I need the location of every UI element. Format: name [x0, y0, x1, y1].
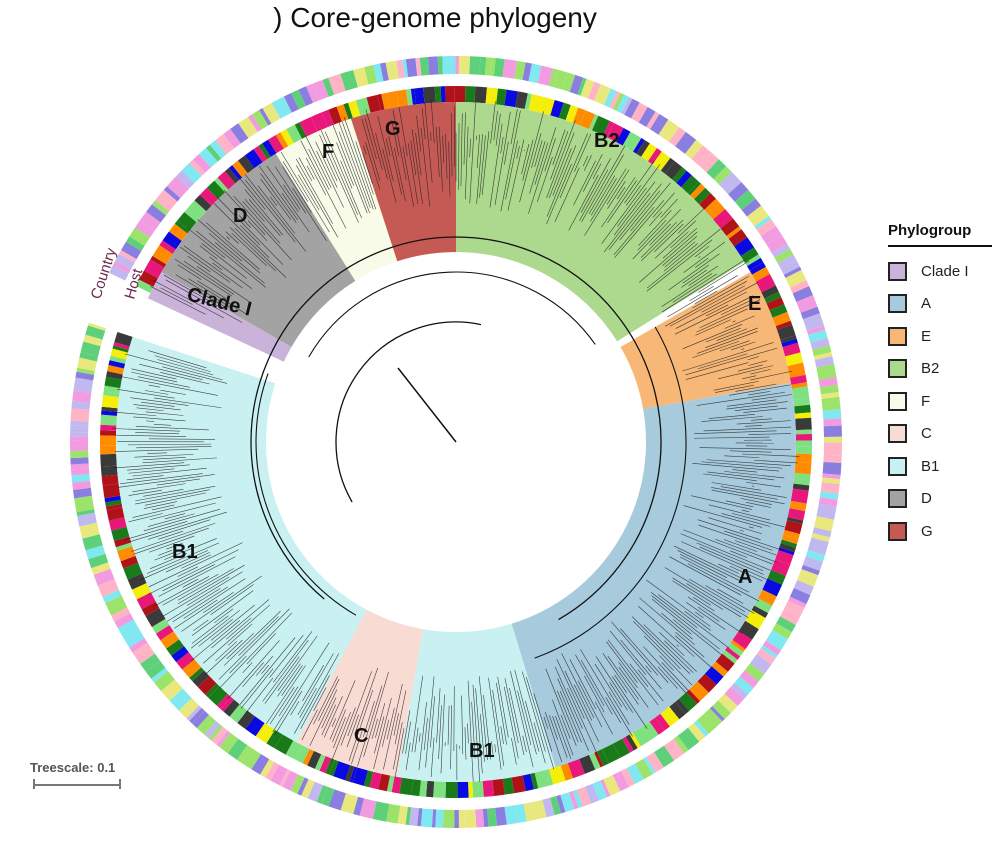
legend-item: G [888, 515, 992, 548]
treescale-label: Treescale: 0.1 [30, 760, 116, 775]
legend-swatch [888, 391, 907, 411]
legend-swatch [888, 326, 907, 346]
legend-label: A [921, 295, 932, 313]
clade-sector-d [161, 153, 356, 347]
legend-item: E [888, 320, 992, 353]
clade-label-g: G [385, 118, 401, 140]
clade-label-e: E [748, 293, 761, 315]
clade-label-f: F [322, 141, 334, 163]
clade-label-b2: B2 [594, 130, 620, 152]
clade-sector-g [350, 102, 456, 262]
clade-sector-b2 [456, 102, 745, 342]
legend-item: C [888, 418, 992, 451]
clade-sector-clade-i [147, 272, 292, 362]
clade-sector-e [620, 272, 791, 410]
legend-label: F [921, 392, 931, 410]
clade-sector-f [275, 118, 398, 281]
clade-label-d: D [233, 205, 247, 227]
legend-label: E [921, 327, 932, 345]
legend-title: Phylogroup [888, 222, 992, 247]
clade-label-b1-lower: B1 [469, 740, 495, 762]
treescale: Treescale: 0.1 [30, 760, 121, 789]
clade-sector-a [511, 382, 797, 768]
legend-label: B1 [921, 457, 940, 475]
clade-label-c: C [354, 725, 368, 747]
legend-swatch [888, 456, 907, 476]
legend-item: D [888, 483, 992, 516]
clade-sector-c [296, 609, 424, 777]
legend-item: F [888, 385, 992, 418]
tree-branches [112, 99, 800, 783]
legend-item: B2 [888, 353, 992, 386]
clade-sector-b1-main [116, 336, 367, 743]
legend-swatch [888, 489, 907, 509]
legend-item: Clade I [888, 255, 992, 288]
legend-item: B1 [888, 450, 992, 483]
clade-label-a: A [738, 566, 752, 588]
legend-label: G [921, 522, 933, 540]
legend-label: C [921, 425, 932, 443]
legend-swatch [888, 261, 907, 281]
legend-swatch [888, 424, 907, 444]
legend-label: B2 [921, 360, 940, 378]
clade-sectors [116, 102, 797, 782]
legend-swatch [888, 521, 907, 541]
legend-swatch [888, 359, 907, 379]
legend-swatch [888, 294, 907, 314]
clade-label-b1-main: B1 [172, 541, 198, 563]
legend-label: D [921, 490, 932, 508]
host-ring [100, 86, 812, 798]
country-ring [70, 56, 843, 828]
treescale-bar [33, 779, 121, 789]
legend-label: Clade I [921, 262, 969, 280]
legend-item: A [888, 288, 992, 321]
page-title: ) Core-genome phylogeny [273, 2, 597, 33]
